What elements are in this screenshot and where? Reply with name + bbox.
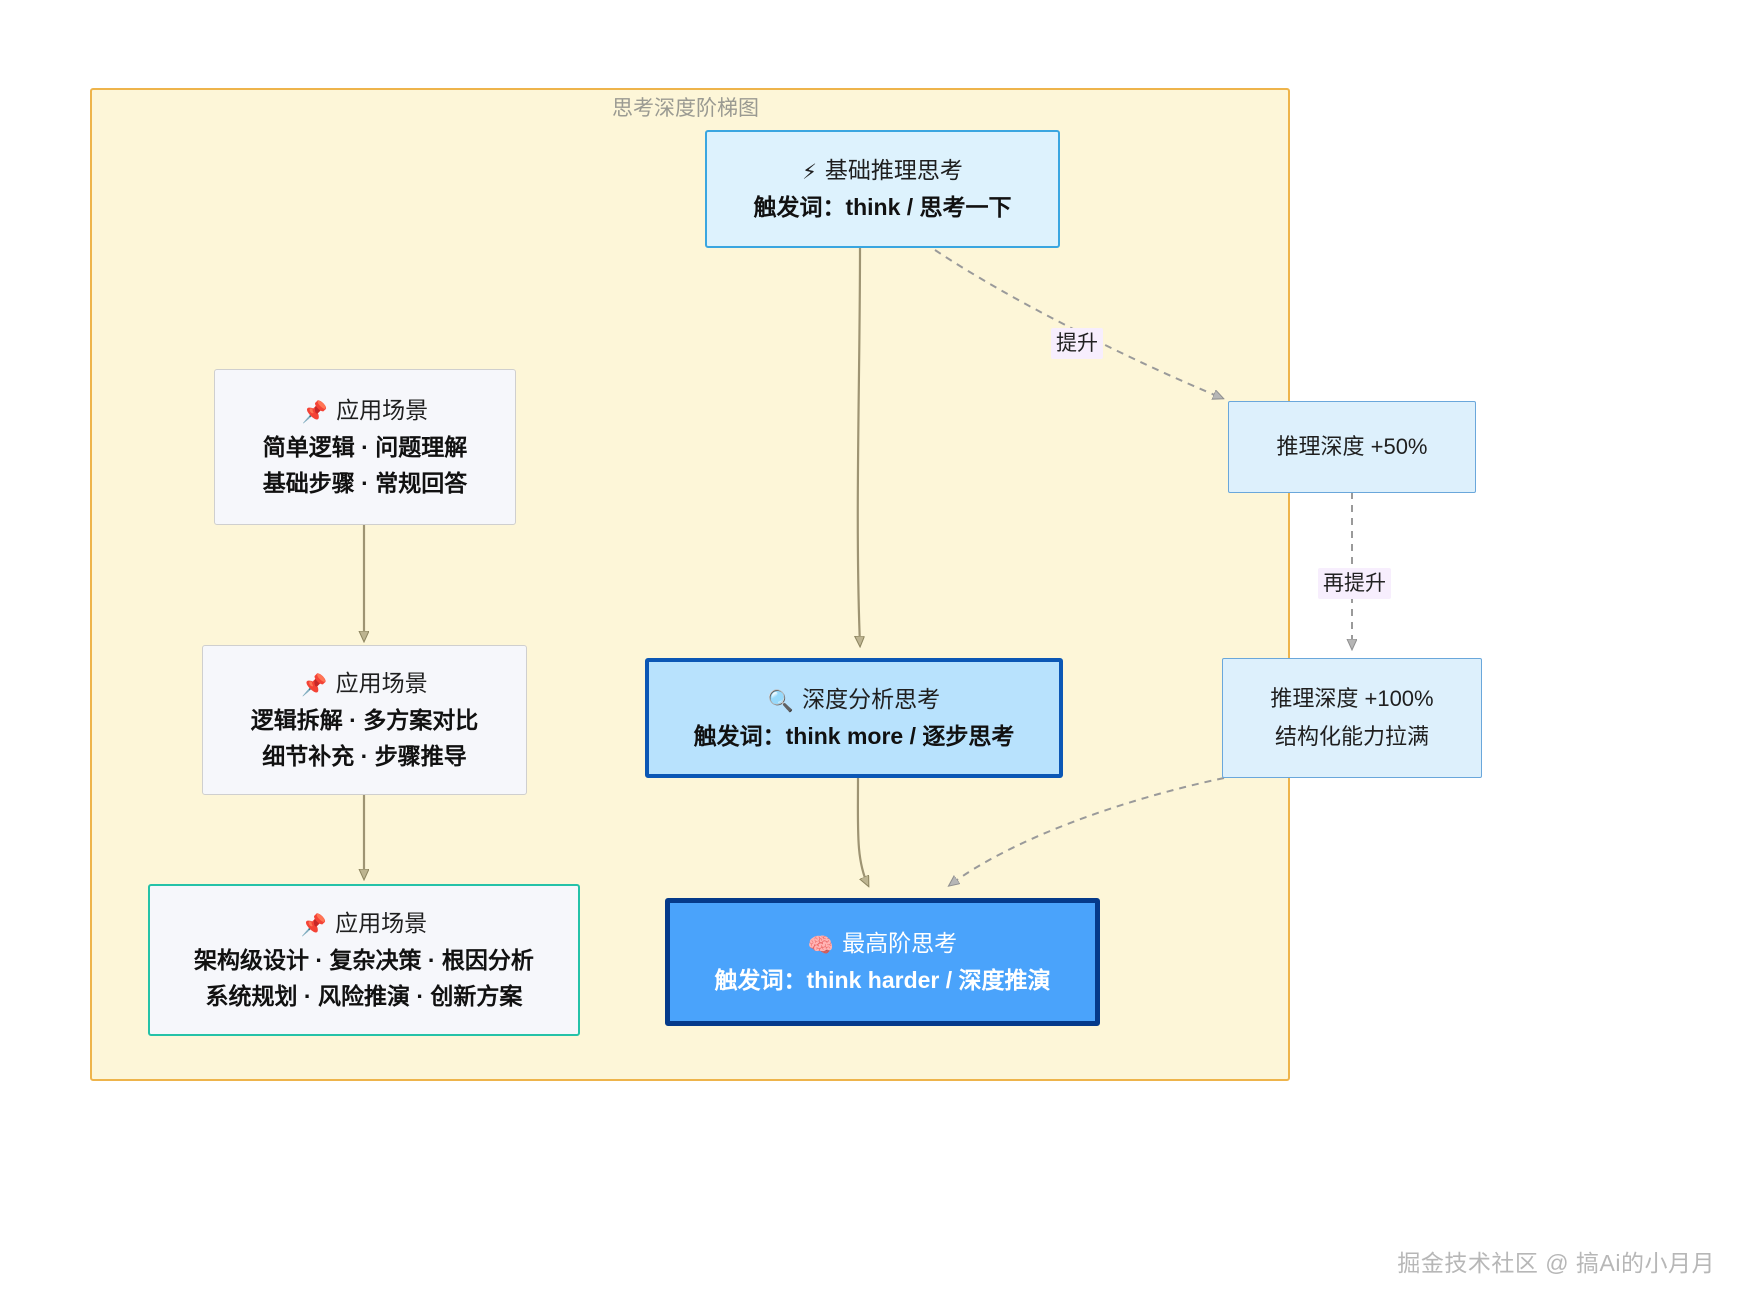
node-boost-50[interactable]: 推理深度 +50% (1228, 401, 1476, 493)
watermark: 掘金技术社区 @ 搞Ai的小月月 (1397, 1250, 1715, 1276)
node-scenario-max-title: 应用场景 (335, 910, 428, 937)
node-basic-trigger: 触发词：think / 思考一下 (753, 193, 1012, 220)
lightning-icon: ⚡ (802, 159, 817, 184)
node-scenario-max-line1: 架构级设计 · 复杂决策 · 根因分析 (194, 946, 534, 973)
pushpin-icon: 📌 (300, 912, 328, 937)
node-deep-analysis[interactable]: 🔍 深度分析思考 触发词：think more / 逐步思考 (645, 658, 1063, 778)
edge-label-upgrade-more: 再提升 (1318, 568, 1391, 599)
node-max-title-row: 🧠 最高阶思考 (808, 926, 957, 962)
node-basic-reasoning[interactable]: ⚡ 基础推理思考 触发词：think / 思考一下 (705, 130, 1060, 248)
pushpin-icon: 📌 (301, 399, 329, 424)
node-scenario-basic-line2: 基础步骤 · 常规回答 (262, 469, 468, 496)
node-max-thinking[interactable]: 🧠 最高阶思考 触发词：think harder / 深度推演 (665, 898, 1100, 1026)
node-max-trigger: 触发词：think harder / 深度推演 (714, 966, 1051, 993)
node-scenario-deep-line1: 逻辑拆解 · 多方案对比 (250, 706, 479, 733)
node-scenario-basic-line1: 简单逻辑 · 问题理解 (262, 433, 468, 460)
node-deep-trigger: 触发词：think more / 逐步思考 (693, 722, 1015, 749)
node-scenario-deep[interactable]: 📌 应用场景 逻辑拆解 · 多方案对比 细节补充 · 步骤推导 (202, 645, 527, 795)
pushpin-icon: 📌 (301, 672, 328, 697)
node-scenario-max-title-row: 📌 应用场景 (301, 906, 427, 942)
subgraph-title: 思考深度阶梯图 (612, 97, 759, 120)
node-boost-100[interactable]: 推理深度 +100% 结构化能力拉满 (1222, 658, 1482, 778)
node-boost-100-line1: 推理深度 +100% (1270, 686, 1434, 711)
node-scenario-deep-title: 应用场景 (335, 670, 428, 697)
node-basic-title: 基础推理思考 (824, 157, 963, 184)
edge-label-upgrade: 提升 (1051, 328, 1103, 359)
brain-icon: 🧠 (807, 932, 835, 957)
node-scenario-basic-title: 应用场景 (336, 397, 429, 424)
node-scenario-max[interactable]: 📌 应用场景 架构级设计 · 复杂决策 · 根因分析 系统规划 · 风险推演 · … (148, 884, 580, 1036)
node-deep-title: 深度分析思考 (802, 686, 941, 713)
node-deep-title-row: 🔍 深度分析思考 (768, 682, 940, 718)
node-scenario-basic-title-row: 📌 应用场景 (302, 393, 428, 429)
node-boost-50-text: 推理深度 +50% (1276, 434, 1428, 459)
node-max-title: 最高阶思考 (842, 930, 958, 957)
node-boost-100-line2: 结构化能力拉满 (1274, 724, 1429, 749)
node-scenario-basic[interactable]: 📌 应用场景 简单逻辑 · 问题理解 基础步骤 · 常规回答 (214, 369, 516, 525)
node-scenario-deep-title-row: 📌 应用场景 (301, 666, 427, 702)
magnifier-icon: 🔍 (767, 688, 795, 713)
node-scenario-deep-line2: 细节补充 · 步骤推导 (262, 742, 467, 769)
node-scenario-max-line2: 系统规划 · 风险推演 · 创新方案 (205, 982, 523, 1009)
node-basic-title-row: ⚡ 基础推理思考 (802, 153, 963, 189)
